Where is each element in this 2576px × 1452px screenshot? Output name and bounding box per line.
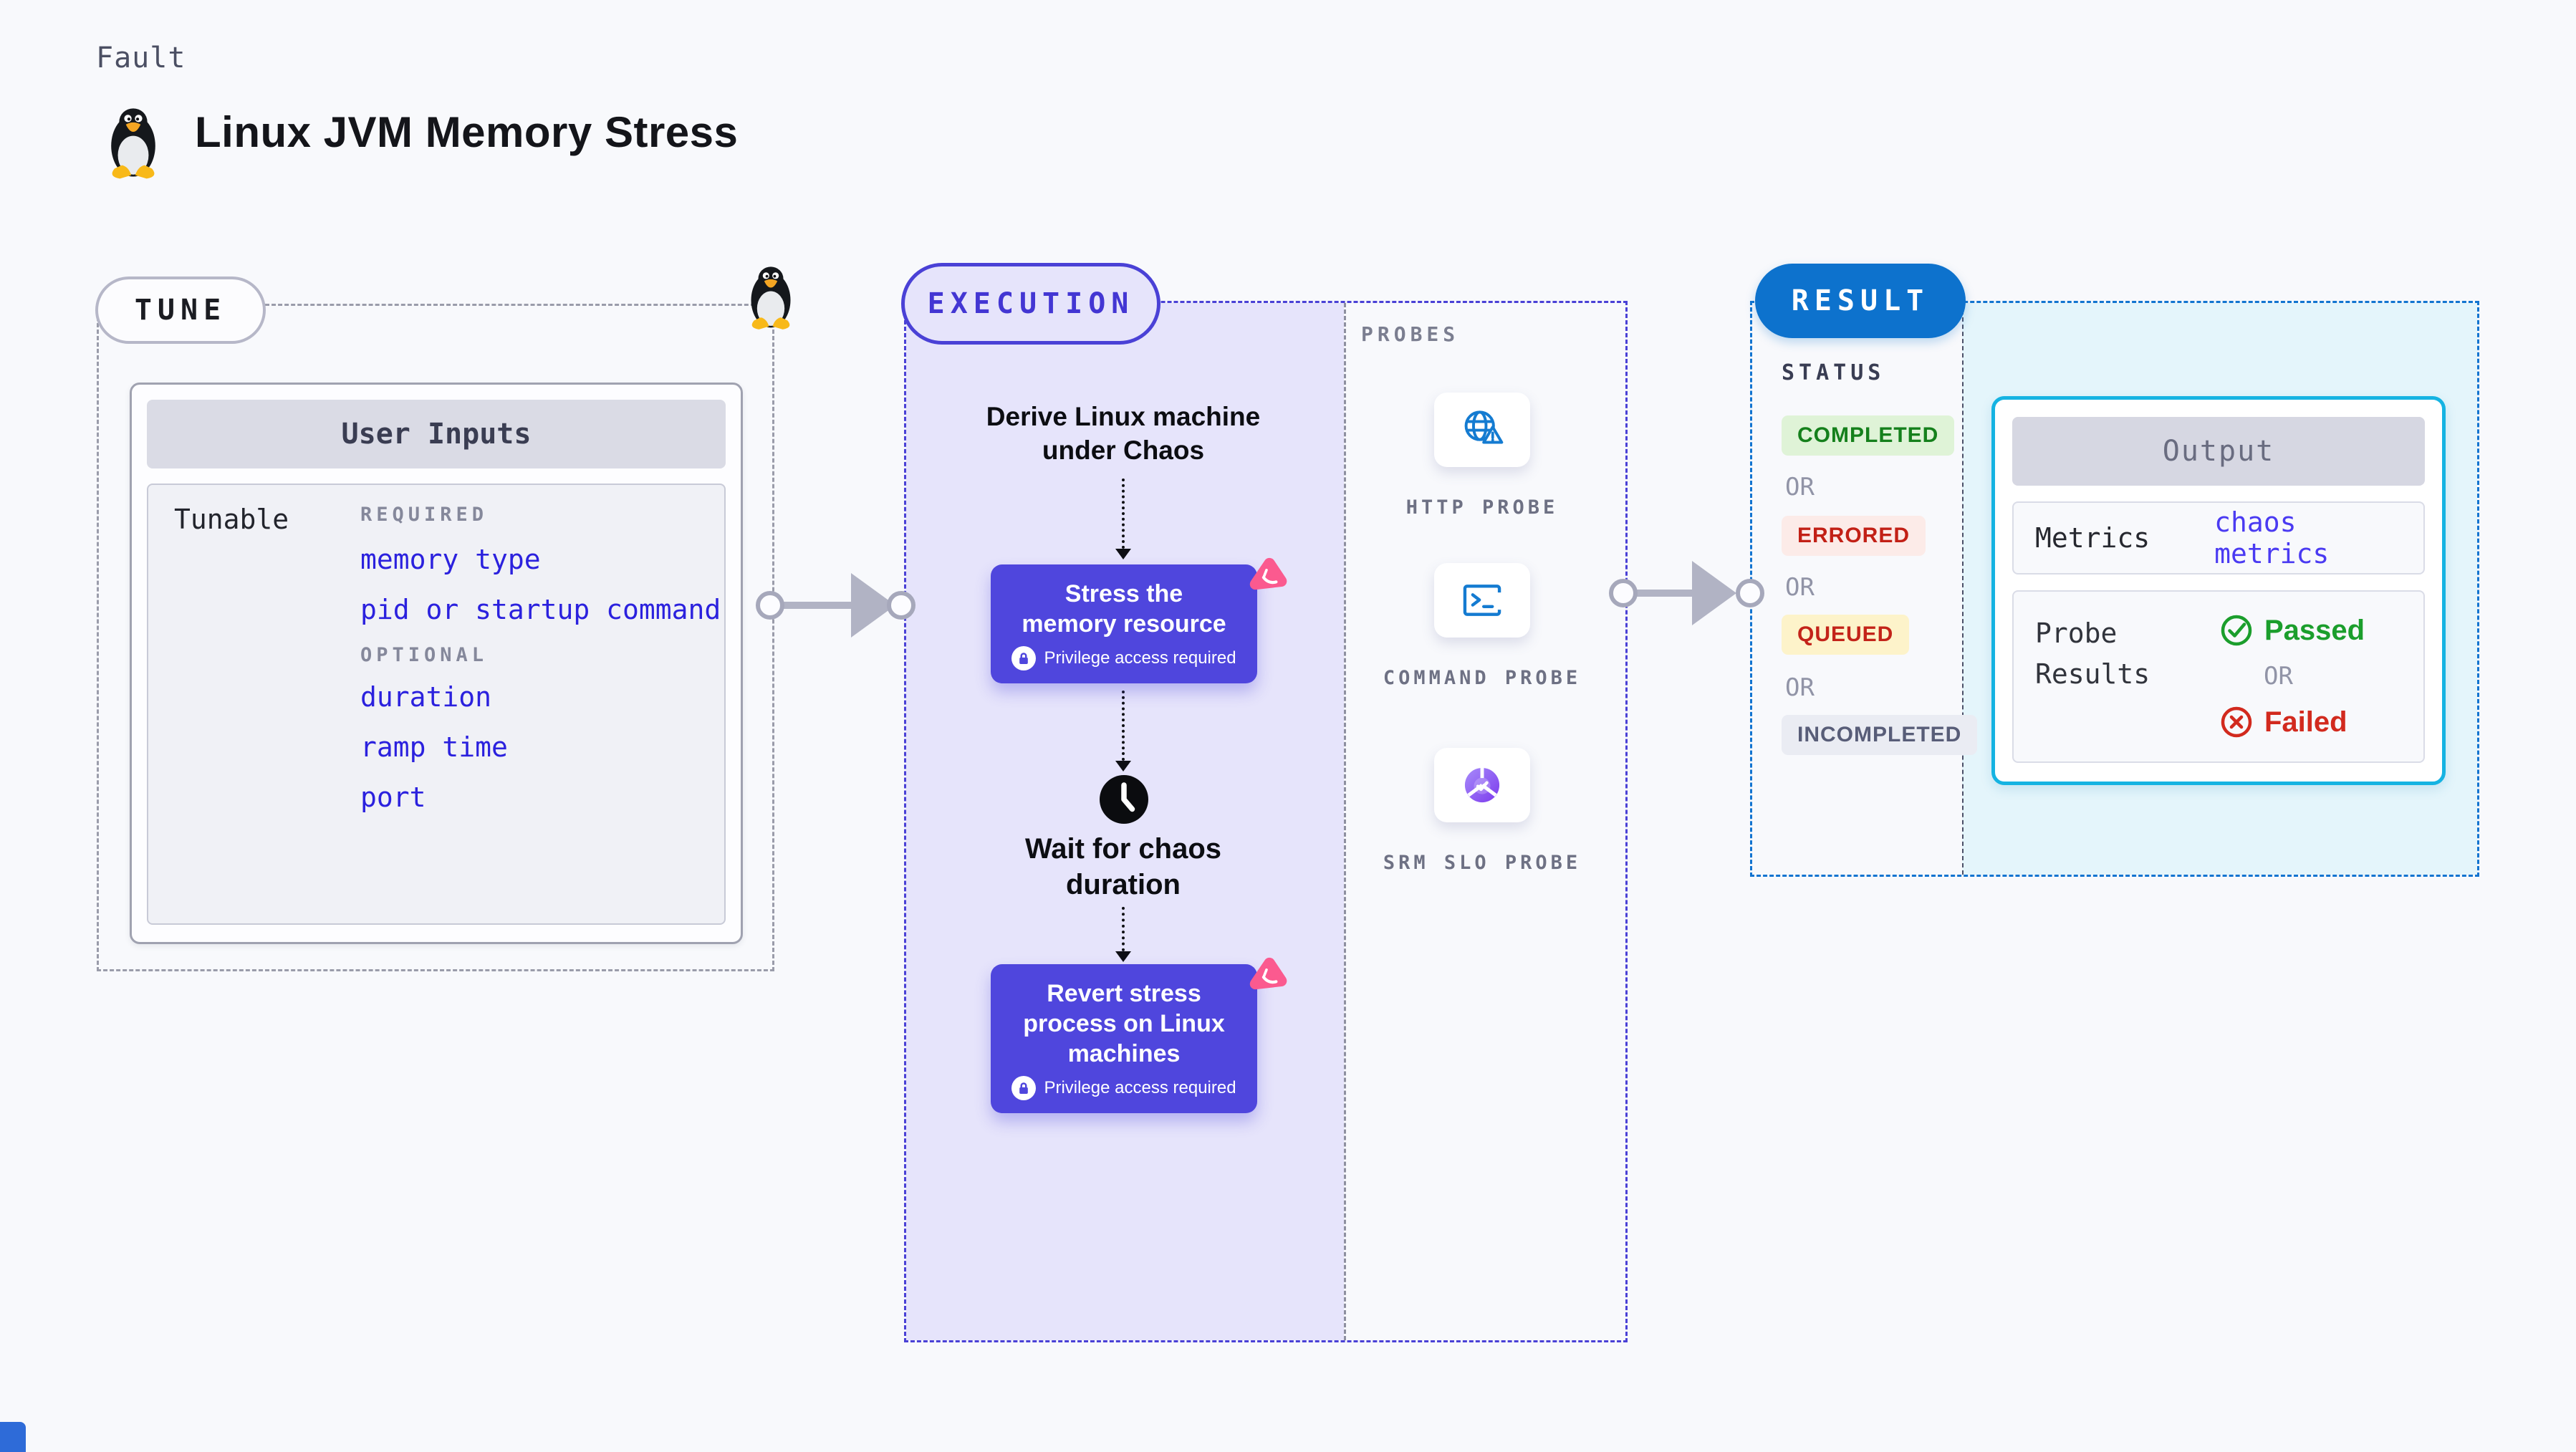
input-ramp-time[interactable]: ramp time	[360, 731, 508, 763]
check-circle-icon	[2221, 615, 2252, 646]
dotted-arrow	[1115, 691, 1131, 771]
input-duration[interactable]: duration	[360, 681, 492, 713]
required-label: REQUIRED	[360, 504, 489, 526]
connector-end-circle	[1736, 579, 1764, 607]
privilege-label: Privilege access required	[1044, 1078, 1236, 1098]
chaos-pink-icon	[1244, 550, 1291, 597]
connector-start-circle	[756, 591, 784, 620]
dotted-arrow	[1115, 907, 1131, 962]
srm-slo-probe-label: SRM SLO PROBE	[1383, 852, 1582, 874]
dotted-arrow	[1115, 479, 1131, 559]
or-separator: OR	[1785, 573, 1815, 602]
output-header: Output	[2012, 417, 2425, 486]
stress-memory-node: Stress the memory resource Privilege acc…	[991, 564, 1257, 684]
probes-label: PROBES	[1361, 322, 1460, 346]
or-separator: OR	[1785, 673, 1815, 702]
revert-node-label: Revert stress process on Linux machines	[1023, 980, 1225, 1068]
input-port[interactable]: port	[360, 782, 426, 813]
connector-start-circle	[1609, 579, 1638, 607]
or-separator: OR	[2264, 662, 2293, 691]
terminal-icon	[1463, 585, 1501, 616]
srm-slo-probe-card	[1434, 748, 1530, 822]
revert-stress-node: Revert stress process on Linux machines …	[991, 964, 1257, 1114]
lock-icon	[1011, 646, 1037, 671]
status-badge-incompleted: INCOMPLETED	[1782, 715, 1978, 755]
optional-label: OPTIONAL	[360, 644, 489, 666]
lock-icon	[1011, 1076, 1037, 1101]
metrics-value-link[interactable]: chaos metrics	[2214, 506, 2330, 569]
privilege-label: Privilege access required	[1044, 648, 1236, 668]
derive-step-label: Derive Linux machine under Chaos	[986, 402, 1261, 466]
status-badge-completed: COMPLETED	[1782, 415, 1955, 456]
command-probe-label: COMMAND PROBE	[1383, 667, 1582, 689]
flow-arrow	[782, 602, 852, 609]
or-separator: OR	[1785, 473, 1815, 501]
globe-alert-icon	[1464, 410, 1504, 444]
tune-badge: TUNE	[95, 277, 266, 344]
result-badge: RESULT	[1755, 264, 1966, 338]
http-probe-label: HTTP PROBE	[1405, 496, 1559, 519]
probe-results-label: Probe Results	[2035, 617, 2150, 690]
tune-section	[97, 304, 774, 971]
tunable-label: Tunable	[174, 504, 289, 535]
user-inputs-panel: User Inputs Tunable REQUIRED memory type…	[130, 383, 743, 944]
user-inputs-header: User Inputs	[147, 400, 726, 468]
clock-icon	[1100, 775, 1148, 824]
user-inputs-body: Tunable REQUIRED memory type pid or star…	[147, 484, 726, 925]
metrics-label: Metrics	[2035, 522, 2150, 554]
page-title: Linux JVM Memory Stress	[195, 108, 739, 156]
command-probe-card	[1434, 563, 1530, 638]
metrics-row: Metrics chaos metrics	[2012, 501, 2425, 574]
probes-divider	[1344, 303, 1346, 1340]
stress-node-label: Stress the memory resource	[1022, 580, 1226, 638]
wait-step-label: Wait for chaos duration	[1024, 833, 1222, 901]
execution-badge: EXECUTION	[901, 263, 1160, 345]
flow-arrow	[1635, 590, 1694, 597]
http-probe-card	[1434, 393, 1530, 467]
probe-results-row: Probe Results Passed OR Failed	[2012, 590, 2425, 763]
status-badge-errored: ERRORED	[1782, 516, 1926, 556]
connector-end-circle	[887, 591, 915, 620]
x-circle-icon	[2221, 706, 2252, 738]
slo-donut-icon	[1464, 766, 1500, 803]
failed-label: Failed	[2264, 706, 2347, 738]
status-badge-queued: QUEUED	[1782, 615, 1910, 655]
input-memory-type[interactable]: memory type	[360, 544, 541, 575]
linux-penguin-icon	[751, 266, 791, 330]
status-label: STATUS	[1782, 360, 1885, 385]
privilege-badge: Privilege access required	[1011, 646, 1236, 671]
input-pid-or-startup-command[interactable]: pid or startup command	[360, 594, 721, 625]
failed-status: Failed	[2219, 705, 2365, 739]
output-panel: Output Metrics chaos metrics Probe Resul…	[1991, 396, 2446, 785]
passed-label: Passed	[2264, 614, 2365, 646]
privilege-badge: Privilege access required	[1011, 1076, 1236, 1101]
flow-arrowhead	[1692, 561, 1736, 625]
passed-status: Passed	[2219, 613, 2365, 648]
corner-accent	[0, 1422, 26, 1452]
chaos-pink-icon	[1244, 950, 1291, 997]
fault-kicker: Fault	[96, 42, 186, 74]
linux-penguin-icon	[111, 108, 155, 179]
